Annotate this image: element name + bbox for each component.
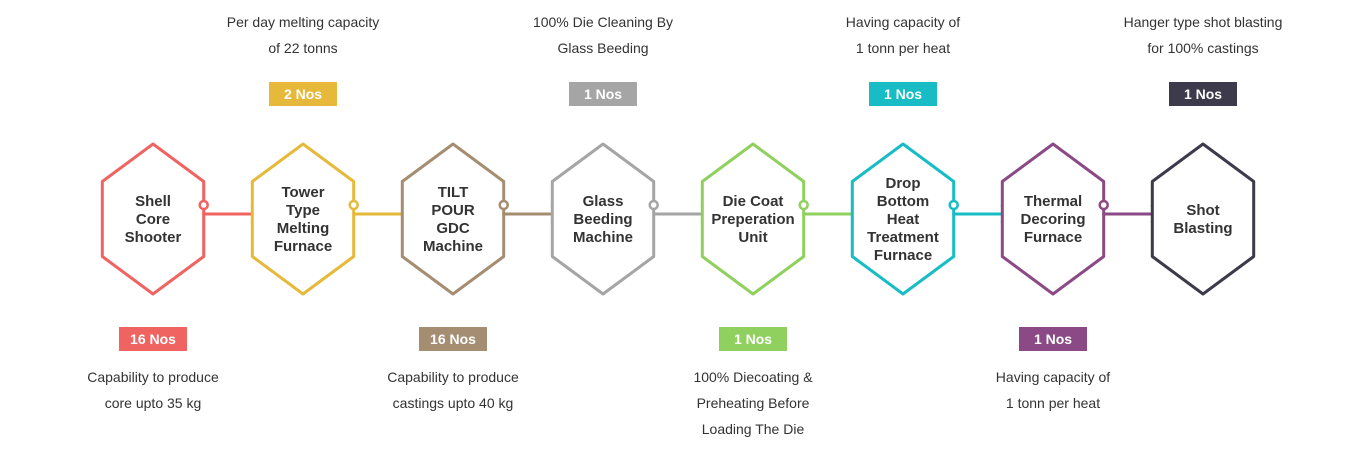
step-label-line: Preperation bbox=[711, 211, 794, 228]
step-label-line: Blasting bbox=[1173, 220, 1232, 237]
description-line: castings upto 40 kg bbox=[392, 395, 514, 411]
connector-dot bbox=[798, 199, 809, 211]
step-description: Hanger type shot blasting for 100% castin… bbox=[1093, 9, 1313, 61]
description-line: 1 tonn per heat bbox=[1005, 395, 1101, 411]
step-hexagon bbox=[1150, 142, 1256, 296]
connector-dot bbox=[498, 199, 509, 211]
quantity-badge: 2 Nos bbox=[269, 82, 337, 106]
connector-dot bbox=[648, 199, 659, 211]
quantity-badge: 16 Nos bbox=[419, 327, 487, 351]
step-label-line: Shell bbox=[135, 193, 171, 210]
step-label-line: Melting bbox=[277, 220, 330, 237]
step-label-line: Beeding bbox=[573, 211, 632, 228]
description-line: Glass Beeding bbox=[557, 40, 649, 56]
connector-dot bbox=[1098, 199, 1109, 211]
description-line: Preheating Before bbox=[696, 395, 810, 411]
connector-dot bbox=[348, 199, 359, 211]
quantity-badge: 1 Nos bbox=[1169, 82, 1237, 106]
step-hexagon bbox=[550, 142, 656, 296]
step-label-line: Type bbox=[286, 202, 320, 219]
step-hexagon bbox=[400, 142, 506, 296]
description-line: 1 tonn per heat bbox=[855, 40, 951, 56]
description-line: Per day melting capacity bbox=[226, 14, 380, 30]
connector-dot bbox=[948, 199, 959, 211]
step-hexagon bbox=[250, 142, 356, 296]
step-description: Capability to produce castings upto 40 kg bbox=[343, 364, 563, 416]
step-label-line: GDC bbox=[436, 220, 470, 237]
step-label-line: Core bbox=[136, 211, 170, 228]
step-label-line: Machine bbox=[423, 238, 483, 255]
description-line: for 100% castings bbox=[1147, 40, 1259, 56]
description-line: 100% Die Cleaning By bbox=[532, 14, 674, 30]
step-hexagon bbox=[700, 142, 806, 296]
step-label-line: TILT bbox=[438, 184, 469, 201]
connector-dot bbox=[198, 199, 209, 211]
quantity-badge: 1 Nos bbox=[869, 82, 937, 106]
description-line: Hanger type shot blasting bbox=[1123, 14, 1283, 30]
step-label-line: Decoring bbox=[1020, 211, 1085, 228]
step-description: 100% Die Cleaning By Glass Beeding bbox=[493, 9, 713, 61]
step-label-line: Shot bbox=[1186, 202, 1219, 219]
step-label-line: Drop bbox=[886, 175, 921, 192]
step-label-line: Glass bbox=[583, 193, 624, 210]
description-line: Having capacity of bbox=[845, 14, 961, 30]
step-label-line: Furnace bbox=[1024, 229, 1082, 246]
description-line: Having capacity of bbox=[995, 369, 1111, 385]
step-label-line: Thermal bbox=[1024, 193, 1082, 210]
quantity-badge: 1 Nos bbox=[719, 327, 787, 351]
step-hexagon bbox=[1000, 142, 1106, 296]
step-description: Capability to produce core upto 35 kg bbox=[43, 364, 263, 416]
step-label-line: Tower bbox=[281, 184, 324, 201]
step-label-line: Shooter bbox=[125, 229, 182, 246]
step-label-line: Machine bbox=[573, 229, 633, 246]
step-label-line: Furnace bbox=[274, 238, 332, 255]
description-line: of 22 tonns bbox=[268, 40, 338, 56]
step-label-line: Unit bbox=[738, 229, 767, 246]
step-label-line: POUR bbox=[431, 202, 475, 219]
step-hexagon bbox=[850, 142, 956, 296]
quantity-badge: 16 Nos bbox=[119, 327, 187, 351]
description-line: 100% Diecoating & bbox=[693, 369, 813, 385]
step-hexagon bbox=[100, 142, 206, 296]
step-label-line: Heat bbox=[887, 211, 920, 228]
quantity-badge: 1 Nos bbox=[569, 82, 637, 106]
quantity-badge: 1 Nos bbox=[1019, 327, 1087, 351]
description-line: Capability to produce bbox=[387, 369, 519, 385]
step-description: Having capacity of 1 tonn per heat bbox=[793, 9, 1013, 61]
step-label-line: Bottom bbox=[877, 193, 930, 210]
step-label-line: Die Coat bbox=[723, 193, 784, 210]
step-description: Per day melting capacity of 22 tonns bbox=[193, 9, 413, 61]
description-line: Capability to produce bbox=[87, 369, 219, 385]
step-label-line: Treatment bbox=[867, 229, 939, 246]
description-line: core upto 35 kg bbox=[104, 395, 202, 411]
description-line: Loading The Die bbox=[701, 421, 805, 437]
step-description: Having capacity of 1 tonn per heat bbox=[943, 364, 1163, 416]
step-label-line: Furnace bbox=[874, 247, 932, 264]
